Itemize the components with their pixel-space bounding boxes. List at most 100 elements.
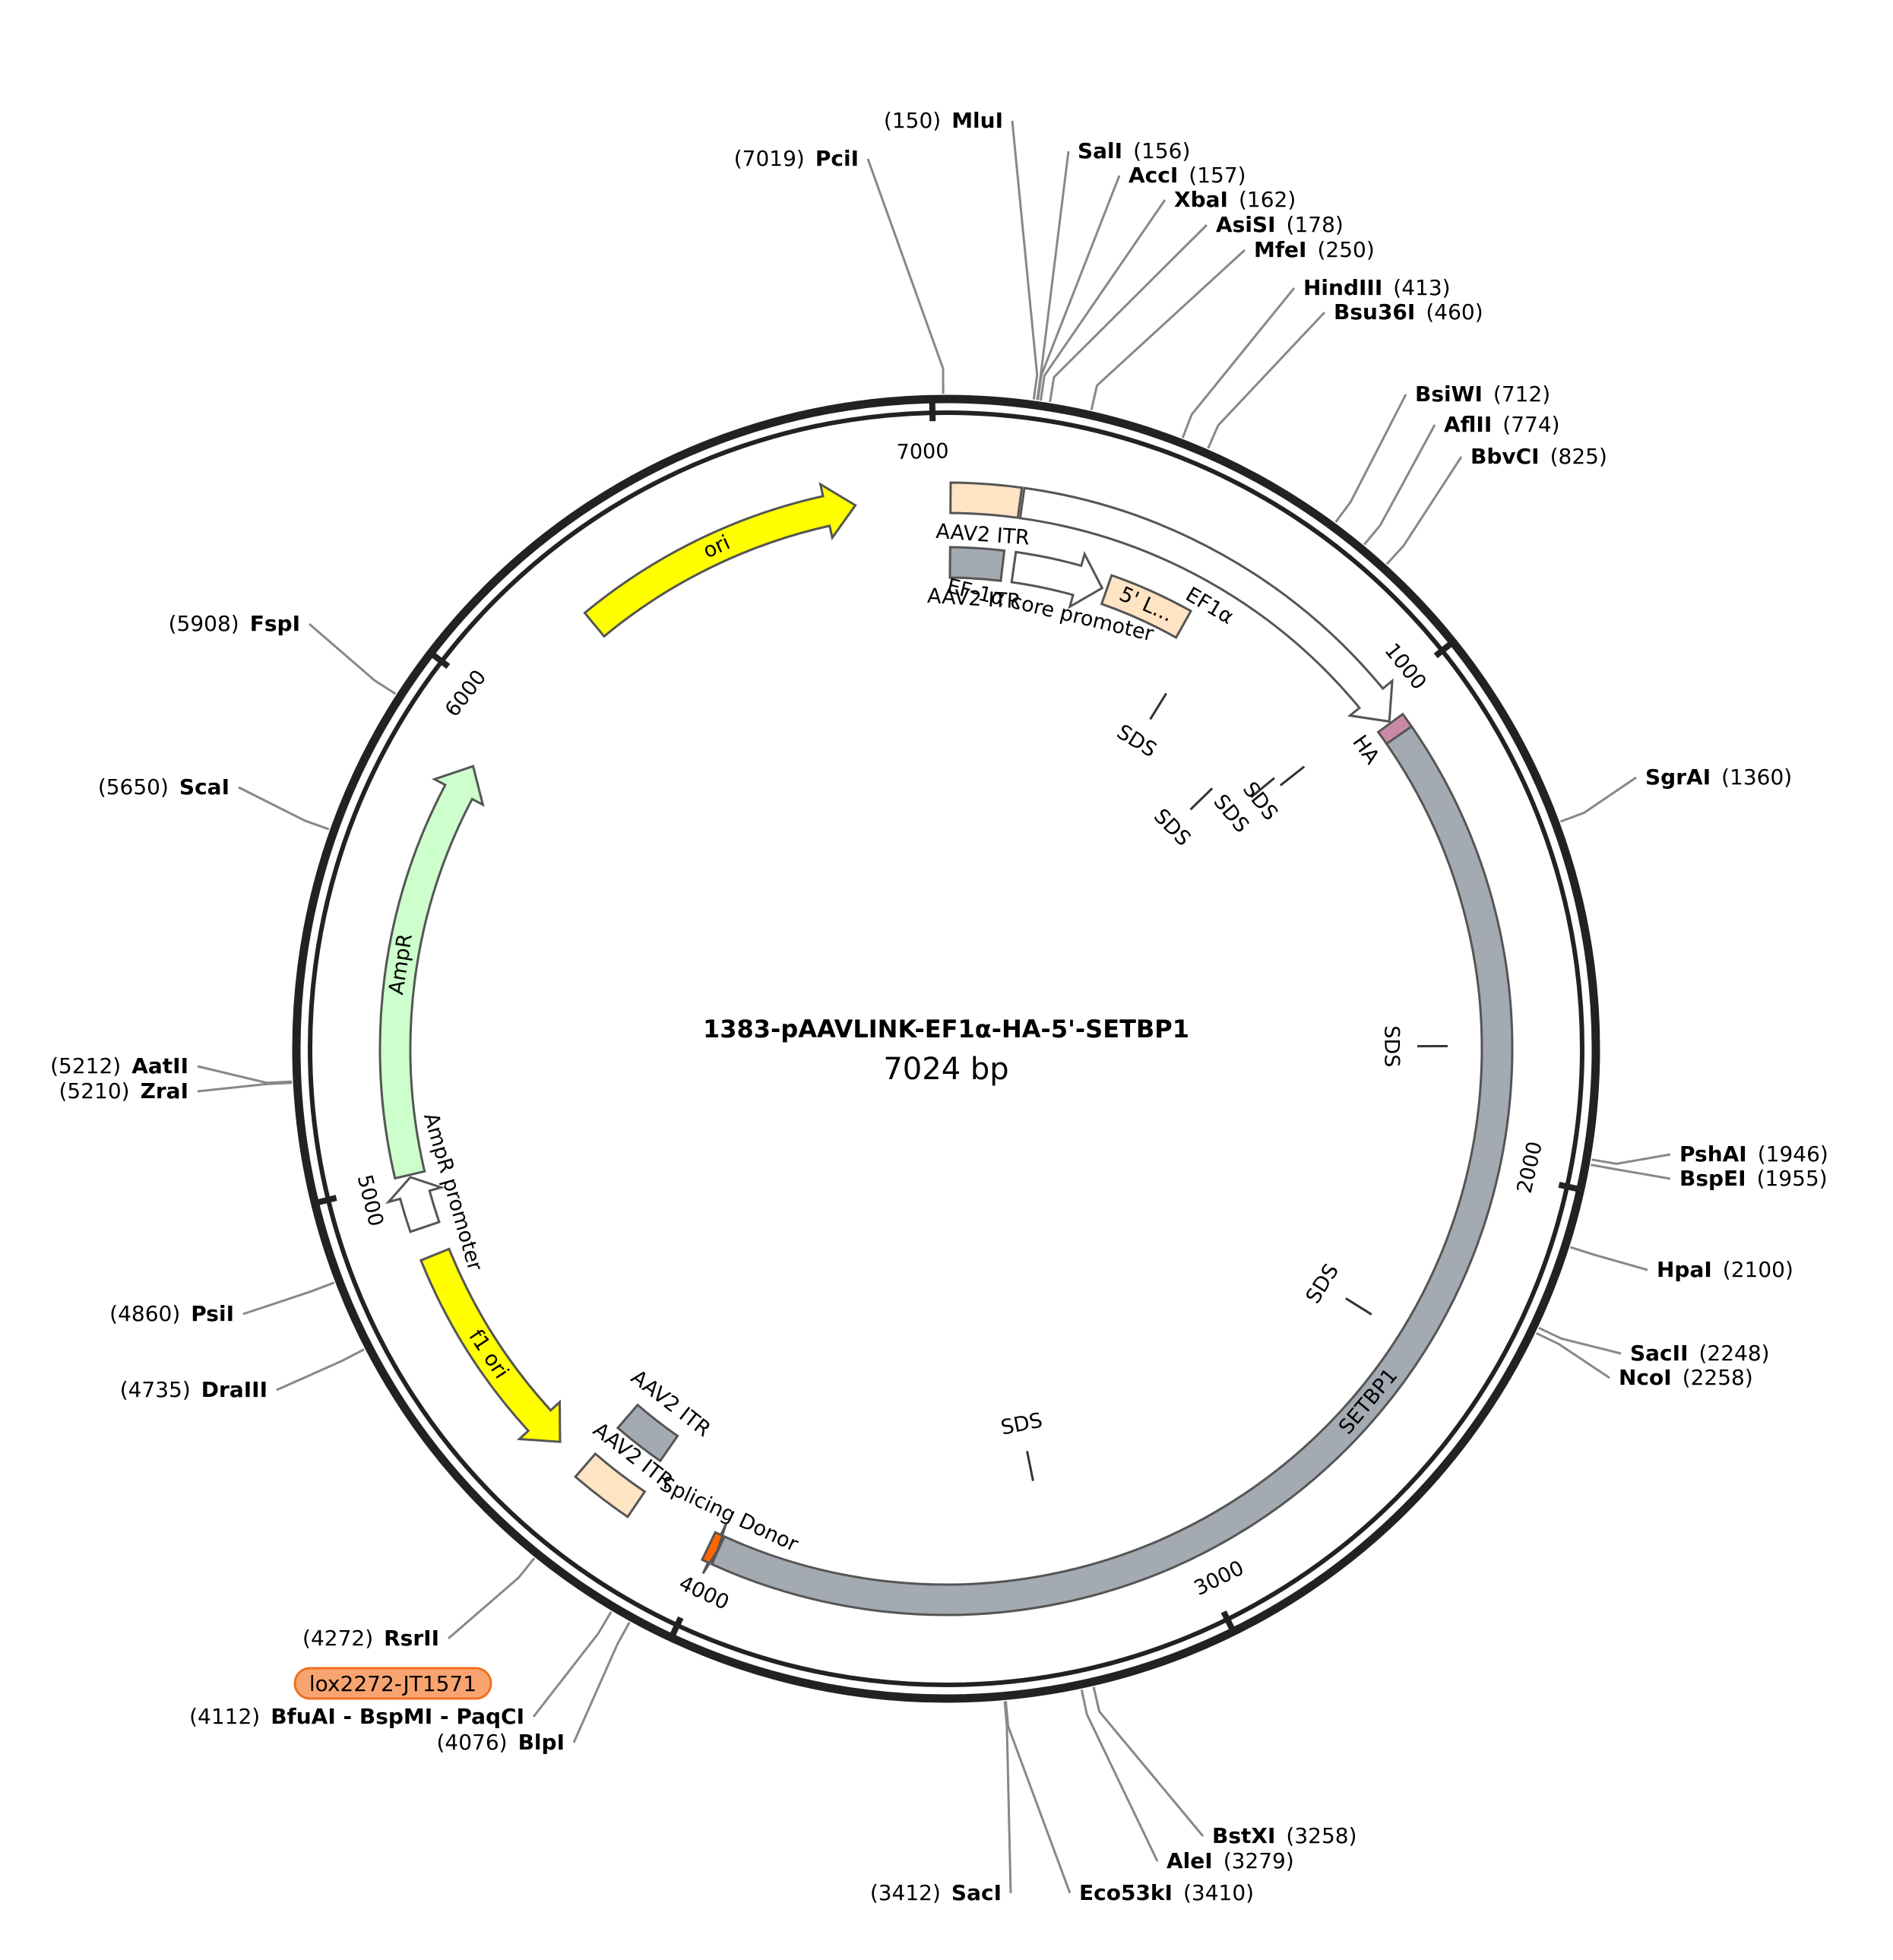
feature-ampr-12[interactable]: AmpR	[378, 765, 485, 1180]
site-hpai[interactable]: HpaI(2100)	[1570, 1246, 1793, 1282]
site-label: HindIII(413)	[1303, 275, 1451, 300]
site-leader-line	[1039, 199, 1167, 401]
site-bsu36i[interactable]: Bsu36I(460)	[1207, 299, 1483, 449]
tick-label: 4000	[676, 1572, 733, 1615]
site-label: (3412)SacI	[870, 1880, 1002, 1905]
site-pshai[interactable]: PshAI (1946)	[1591, 1141, 1828, 1167]
enzyme-name: Eco53kI	[1079, 1880, 1173, 1905]
site-xbai[interactable]: XbaI(162)	[1039, 187, 1296, 401]
site-leader-line	[1535, 1331, 1610, 1379]
site-fspi[interactable]: (5908)FspI	[169, 611, 397, 695]
feature-shape	[583, 482, 857, 638]
site-leader-line	[1049, 223, 1208, 403]
site-label: Bsu36I(460)	[1334, 299, 1483, 325]
enzyme-name: BbvCI	[1470, 444, 1540, 469]
sds-tick	[1149, 692, 1167, 720]
tick-4000: 4000	[666, 1572, 733, 1643]
site-psii[interactable]: (4860)PsiI	[109, 1281, 335, 1326]
enzyme-name: BlpI	[518, 1730, 565, 1755]
enzyme-name: AatII	[131, 1053, 188, 1078]
site-label: BsiWI(712)	[1415, 382, 1550, 407]
site-saci[interactable]: (3412)SacI	[870, 1701, 1012, 1905]
site-label: AleI(3279)	[1167, 1848, 1294, 1873]
enzyme-name: AflII	[1444, 412, 1492, 437]
sds-label: SDS	[1302, 1260, 1344, 1308]
tick-mark	[666, 1616, 684, 1643]
site-aatii[interactable]: (5212)AatII	[50, 1053, 293, 1084]
site-label: (4860)PsiI	[109, 1301, 234, 1326]
enzyme-position: (712)	[1493, 382, 1550, 407]
enzyme-name: PshAI	[1679, 1141, 1747, 1167]
feature-setbp1-4[interactable]: SETBP1	[710, 724, 1514, 1616]
site-hindiii[interactable]: HindIII(413)	[1181, 275, 1451, 439]
site-draiii[interactable]: (4735)DraIII	[120, 1348, 365, 1402]
feature-shape	[574, 1452, 647, 1518]
site-bbvci[interactable]: BbvCI (825)	[1385, 444, 1607, 565]
sds-label: SDS	[1113, 720, 1160, 762]
enzyme-position: (1946)	[1758, 1141, 1828, 1167]
feature-shape	[419, 1247, 562, 1443]
site-leader-line	[1080, 1689, 1159, 1862]
site-ncoi[interactable]: NcoI(2258)	[1535, 1331, 1753, 1390]
site-label: (4735)DraIII	[120, 1377, 267, 1402]
feature-ori-0[interactable]: ori	[583, 482, 857, 638]
feature-label: AAV2 ITR	[935, 520, 1030, 550]
site-rsrii[interactable]: (4272)RsrII	[302, 1557, 536, 1651]
enzyme-name: HindIII	[1303, 275, 1382, 300]
sds-tick	[1189, 787, 1214, 811]
site-label: BstXI(3258)	[1212, 1823, 1357, 1848]
sds-mark: SDS	[1302, 1260, 1372, 1316]
site-mlui[interactable]: (150)MluI	[884, 108, 1039, 400]
site-asisi[interactable]: AsiSI(178)	[1049, 212, 1344, 403]
site-blpi[interactable]: (4076)BlpI	[436, 1621, 631, 1755]
site-leader-line	[1181, 287, 1296, 439]
enzyme-position: (460)	[1426, 299, 1483, 325]
site-leader-line	[1385, 456, 1463, 565]
site-label: (4076)BlpI	[436, 1730, 565, 1755]
tick-label: 7000	[896, 439, 948, 464]
site-label: (5210)ZraI	[59, 1078, 188, 1103]
sds-tick	[1250, 777, 1275, 799]
site-bsiwi[interactable]: BsiWI(712)	[1334, 382, 1551, 523]
enzyme-position: (3258)	[1286, 1823, 1356, 1848]
feature-f1-ori-11[interactable]: f1 ori	[419, 1247, 562, 1443]
feature-aav2-itr-1[interactable]: AAV2 ITR	[935, 481, 1030, 550]
site-leader-line	[1037, 175, 1121, 401]
sds-label: SDS	[1149, 804, 1195, 850]
enzyme-name: AccI	[1129, 163, 1178, 188]
site-leader-line	[448, 1557, 536, 1640]
enzyme-name: ScaI	[179, 774, 230, 800]
lox-site-badge[interactable]: lox2272-JT1571	[293, 1667, 492, 1700]
site-sgrai[interactable]: SgrAI(1360)	[1559, 765, 1792, 823]
feature-aav2-itr-5[interactable]: AAV2 ITR	[926, 546, 1021, 613]
enzyme-position: (250)	[1317, 237, 1374, 262]
enzyme-name: SacII	[1630, 1341, 1689, 1366]
site-leader-line	[238, 786, 330, 831]
site-scai[interactable]: (5650)ScaI	[98, 774, 330, 831]
plasmid-title: 1383-pAAVLINK-EF1α-HA-5'-SETBP1	[703, 1015, 1189, 1043]
site-eco53ki[interactable]: Eco53kI (3410)	[1005, 1701, 1255, 1905]
site-zrai[interactable]: (5210)ZraI	[59, 1078, 293, 1103]
site-bspei[interactable]: BspEI(1955)	[1591, 1164, 1828, 1191]
site-sacii[interactable]: SacII(2248)	[1538, 1326, 1770, 1366]
enzyme-position: (3410)	[1183, 1880, 1254, 1905]
site-label: PshAI (1946)	[1679, 1141, 1828, 1167]
site-acci[interactable]: AccI(157)	[1037, 163, 1246, 401]
site-alei[interactable]: AleI(3279)	[1080, 1689, 1294, 1873]
enzyme-position: (825)	[1550, 444, 1607, 469]
enzyme-name: RsrII	[384, 1626, 439, 1651]
site-mfei[interactable]: MfeI(250)	[1090, 237, 1375, 410]
site-label: HpaI(2100)	[1657, 1257, 1793, 1282]
enzyme-name: AsiSI	[1216, 212, 1276, 237]
site-pcii[interactable]: (7019)PciI	[734, 146, 945, 394]
sds-label: SDS	[1379, 1025, 1403, 1067]
enzyme-position: (5908)	[169, 611, 239, 636]
enzyme-name: AleI	[1167, 1848, 1213, 1873]
site-aflii[interactable]: AflII(774)	[1363, 412, 1560, 546]
tick-7000: 7000	[896, 395, 949, 464]
site-bstxi[interactable]: BstXI(3258)	[1092, 1686, 1357, 1848]
sds-mark: SDS	[1149, 787, 1214, 851]
feature-shape	[378, 765, 485, 1180]
site-bfuai-bspmi-paqci[interactable]: (4112)BfuAI - BspMI - PaqCI	[189, 1611, 613, 1729]
